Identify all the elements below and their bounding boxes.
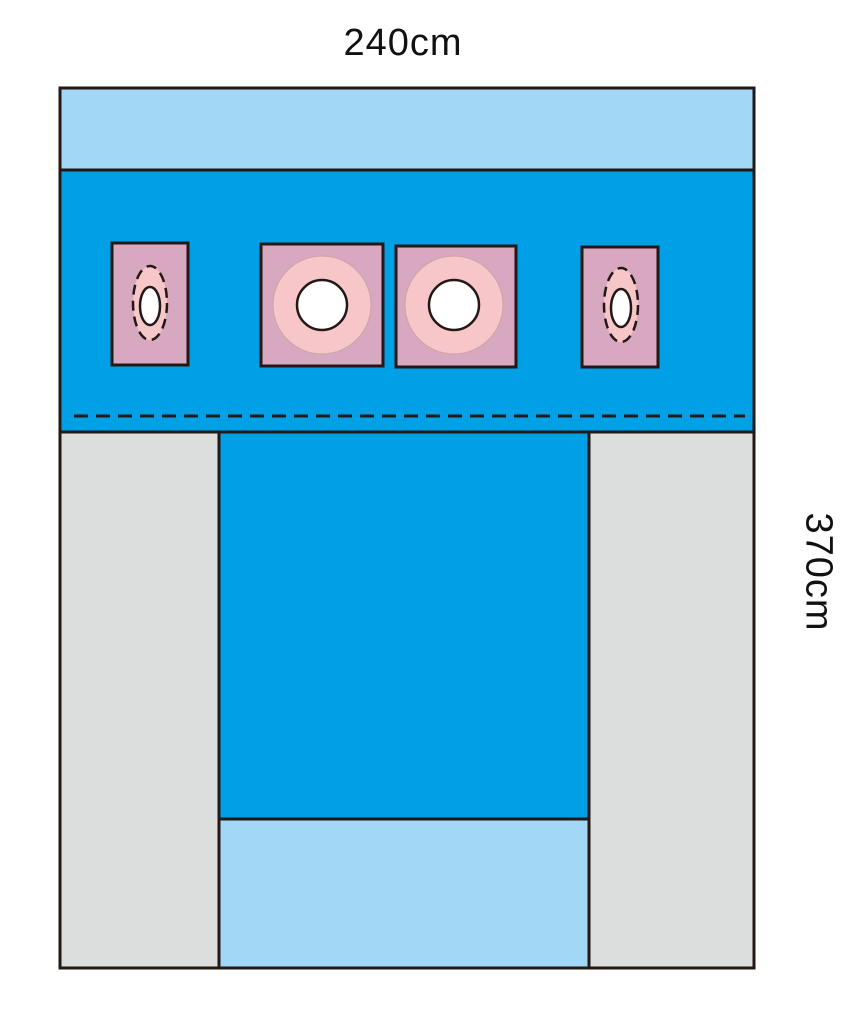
bottom-band — [217, 817, 591, 970]
right-side-panel — [587, 430, 756, 970]
fenestration-circle-left — [259, 242, 385, 368]
top-band — [58, 86, 756, 172]
width-dimension-label: 240cm — [343, 22, 463, 64]
left-side-panel — [58, 430, 221, 970]
center-panel — [217, 430, 591, 821]
fenestration-circle-right — [394, 244, 518, 369]
fenestration-oval-left — [110, 241, 190, 367]
fenestration-oval-right — [580, 245, 660, 369]
